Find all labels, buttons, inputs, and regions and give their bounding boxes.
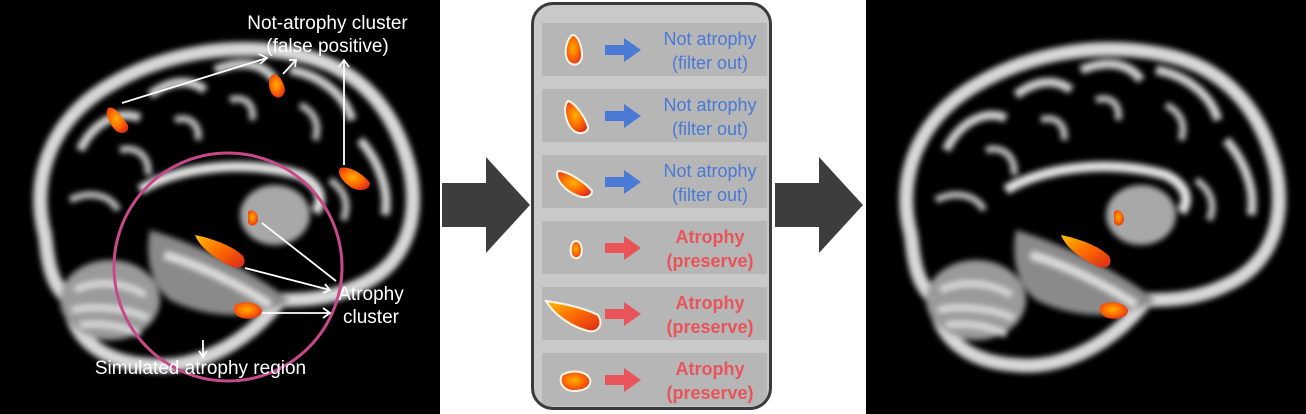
arrow-right-icon [605,38,641,62]
cluster-inferior [233,302,262,319]
preserved-cluster-inferior [1099,302,1128,319]
cluster-thumbnail [564,34,584,66]
cluster-superior [269,74,285,98]
row-4-line1: Atrophy [675,227,745,247]
flow-arrow-icon [442,157,530,253]
row-4-line2: (preserve) [666,251,754,271]
arrow-right-icon [605,236,641,260]
row-1-line2: (filter out) [671,53,749,73]
cluster-thumbnail [564,99,590,135]
not-atrophy-label-line2: (false positive) [266,36,389,57]
classifier-box: Not atrophy (filter out) Not atrophy (fi… [531,2,772,410]
row-2-line1: Not atrophy [663,95,757,115]
filter-row-4: Atrophy (preserve) [542,221,767,274]
cluster-parietal [338,167,370,191]
not-atrophy-label-line1: Not-atrophy cluster [247,13,408,34]
filter-row-2: Not atrophy (filter out) [542,89,767,142]
filter-row-5: Atrophy (preserve) [542,287,767,340]
row-1-line1: Not atrophy [663,29,757,49]
atrophy-cluster-label-line2: cluster [343,307,399,328]
brain-sagittal-image [33,42,420,383]
cluster-thumbnail [544,299,602,333]
cluster-thalamic [248,210,258,226]
preserved-cluster-thalamic [1114,210,1124,226]
output-brain-panel [866,0,1306,414]
cluster-thumbnail [559,370,592,393]
filter-row-3: Not atrophy (filter out) [542,155,767,208]
input-brain-panel: Not-atrophy cluster (false positive) Atr… [0,0,440,414]
filter-row-6: Atrophy (preserve) [542,353,767,406]
arrow-right-icon [605,170,641,194]
simulated-region-label: Simulated atrophy region [94,358,307,379]
cluster-frontal [106,107,129,133]
row-6-line2: (preserve) [666,383,754,403]
arrow-right-icon [605,368,641,392]
arrow-right-icon [605,302,641,326]
filter-row-1: Not atrophy (filter out) [542,23,767,76]
cluster-hippocampal [195,235,245,268]
row-5-line1: Atrophy [675,293,745,313]
cluster-thumbnail [569,239,583,260]
row-2-line2: (filter out) [671,119,749,139]
atrophy-cluster-label-line1: Atrophy [338,284,404,305]
preserved-cluster-hippocampal [1061,235,1111,268]
arrow-right-icon [605,104,641,128]
flow-arrow-icon [775,157,863,253]
brain-sagittal-image-filtered [899,42,1286,373]
cluster-thumbnail [556,169,594,199]
row-6-line1: Atrophy [675,359,745,379]
row-5-line2: (preserve) [666,317,754,337]
row-3-line1: Not atrophy [663,161,757,181]
row-3-line2: (filter out) [671,185,749,205]
